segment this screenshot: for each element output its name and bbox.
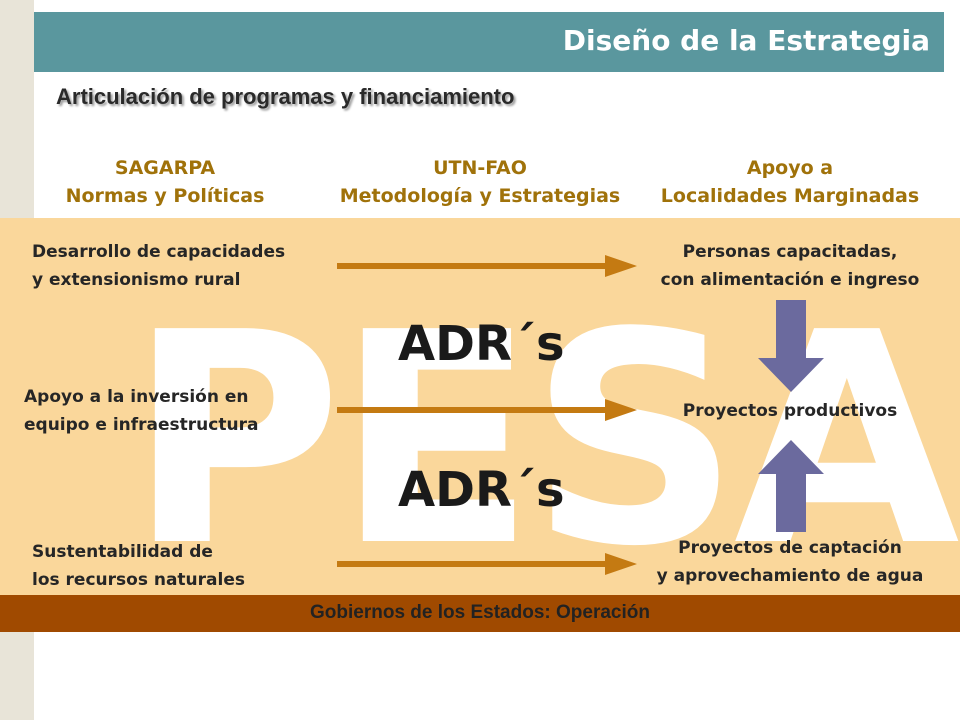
pesa-panel: PESA ADR´s ADR´s Desarrollo de capacidad… <box>0 218 960 595</box>
header-bar: Diseño de la Estrategia <box>34 12 944 72</box>
column-header-line: UTN-FAO <box>433 157 527 179</box>
page-title: Diseño de la Estrategia <box>562 24 930 57</box>
up-arrow-icon <box>758 440 824 532</box>
adr-label-bottom: ADR´s <box>398 462 565 518</box>
row-left-text: Apoyo a la inversión en equipo e infraes… <box>24 383 258 439</box>
row-left-text: Desarrollo de capacidades y extensionism… <box>32 238 285 294</box>
text-line: y aprovechamiento de agua <box>656 566 924 586</box>
text-line: y extensionismo rural <box>32 270 241 290</box>
row-right-text: Personas capacitadas, con alimentación e… <box>630 238 950 294</box>
text-line: Apoyo a la inversión en <box>24 387 249 407</box>
text-line: los recursos naturales <box>32 570 245 590</box>
text-line: Proyectos productivos <box>682 401 898 421</box>
row-right-text: Proyectos productivos <box>630 397 950 425</box>
text-line: Sustentabilidad de <box>32 542 213 562</box>
text-line: con alimentación e ingreso <box>660 270 920 290</box>
column-header-localidades: Apoyo a Localidades Marginadas <box>640 154 940 210</box>
column-header-line: SAGARPA <box>114 157 216 179</box>
text-line: Desarrollo de capacidades <box>32 242 286 262</box>
column-header-line: Localidades Marginadas <box>660 185 920 207</box>
adr-label-top: ADR´s <box>398 316 565 372</box>
text-line: Personas capacitadas, <box>682 242 898 262</box>
column-header-utn-fao: UTN-FAO Metodología y Estrategias <box>320 154 640 210</box>
column-header-sagarpa: SAGARPA Normas y Políticas <box>40 154 290 210</box>
footer-bar: Gobiernos de los Estados: Operación <box>0 595 960 632</box>
text-line: equipo e infraestructura <box>24 415 259 435</box>
down-arrow-icon <box>758 300 824 392</box>
row-right-text: Proyectos de captación y aprovechamiento… <box>630 534 950 590</box>
text-line: Proyectos de captación <box>678 538 902 558</box>
footer-text: Gobiernos de los Estados: Operación <box>310 602 650 623</box>
column-header-line: Normas y Políticas <box>65 185 265 207</box>
right-arrow-icon <box>337 399 637 421</box>
pesa-watermark: PESA <box>128 270 960 595</box>
right-arrow-icon <box>337 255 637 277</box>
column-header-line: Apoyo a <box>746 157 834 179</box>
column-header-line: Metodología y Estrategias <box>339 185 621 207</box>
row-left-text: Sustentabilidad de los recursos naturale… <box>32 538 245 594</box>
right-arrow-icon <box>337 553 637 575</box>
subtitle: Articulación de programas y financiamien… <box>56 84 515 109</box>
